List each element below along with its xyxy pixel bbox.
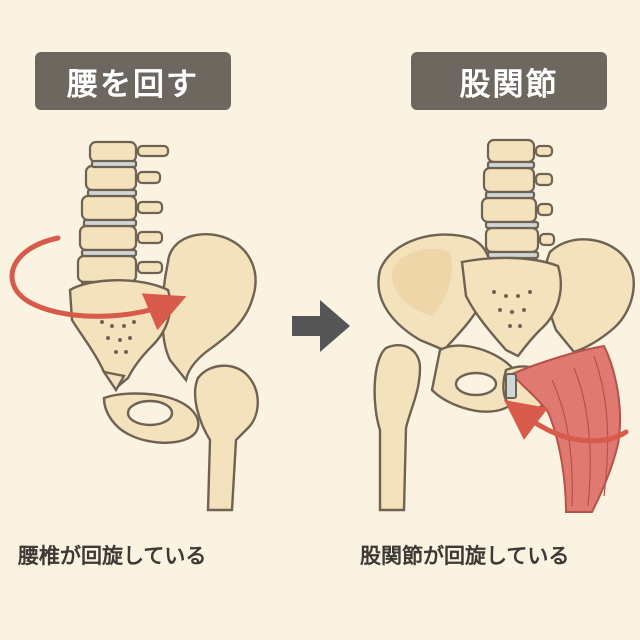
left-sacrum-dots [100,320,136,354]
hip-joint-cartilage [505,373,517,399]
left-iliac-shading [391,248,452,316]
right-sacrum-dots [492,290,532,328]
hip-muscle [510,344,621,513]
right-lumbar-spine [480,138,556,260]
left-panel-title: 腰を回す [35,52,231,110]
left-lumbar-spine [76,140,170,290]
right-arrow-icon [292,300,350,352]
curved-arrow-icon [503,400,629,444]
left-caption: 腰椎が回旋している [18,544,207,568]
curved-arrow-icon [9,235,187,331]
right-panel-title: 股関節 [411,52,607,110]
right-caption: 股関節が回旋している [360,544,570,568]
